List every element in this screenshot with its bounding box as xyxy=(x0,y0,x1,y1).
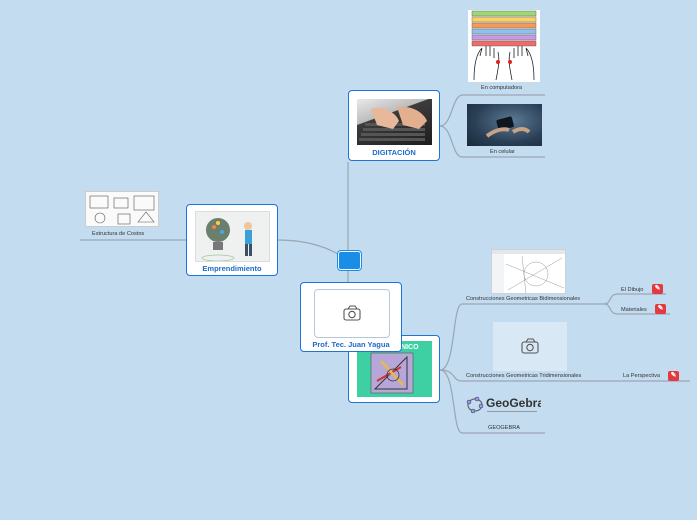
digitacion-card[interactable]: DIGITACIÓN xyxy=(348,90,440,161)
el-dibujo-label[interactable]: El Dibujo xyxy=(621,287,644,293)
dibujo-title-partial: CNICO xyxy=(396,344,419,351)
lightbulb-idea-image xyxy=(195,211,270,262)
en-computadora-label[interactable]: En computadora xyxy=(481,85,523,91)
smartphone-icon xyxy=(485,116,531,138)
image-placeholder[interactable] xyxy=(314,289,390,338)
pdf-icon[interactable]: ✎ xyxy=(655,304,666,314)
hands-on-keyboard-icon xyxy=(359,106,427,141)
bidimensionales-label[interactable]: Construcciones Geometricas Bidimensional… xyxy=(466,296,581,302)
digitacion-title: DIGITACIÓN xyxy=(372,148,416,157)
emprendimiento-card[interactable]: Emprendimiento xyxy=(186,204,278,276)
keyboard-typing-image xyxy=(357,99,432,145)
geogebra-logo: GeoGebra xyxy=(465,392,541,418)
materiales-label[interactable]: Materiales xyxy=(621,307,647,313)
image-placeholder-3d[interactable] xyxy=(493,322,567,371)
central-topic[interactable]: Prof. Tec. Juan Yagua xyxy=(300,282,402,352)
keyboard-fingers-icon xyxy=(471,10,537,81)
pdf-icon[interactable]: ✎ xyxy=(668,371,679,381)
geogebra-icon xyxy=(466,396,484,414)
pdf-icon[interactable]: ✎ xyxy=(652,284,663,294)
emprendimiento-title: Emprendimiento xyxy=(202,264,262,273)
geometry-plot-icon xyxy=(492,250,565,293)
sketch-icons xyxy=(89,195,155,225)
camera-icon xyxy=(521,338,539,354)
estructura-de-costos-label[interactable]: Estructura de Costos xyxy=(92,231,145,237)
tridimensionales-label[interactable]: Construcciones Geometricas Tridimensiona… xyxy=(466,373,582,379)
geogebra-tagline xyxy=(487,411,537,412)
drafting-tools-icon xyxy=(370,352,414,394)
central-title: Prof. Tec. Juan Yagua xyxy=(312,340,390,349)
en-celular-label[interactable]: En celular xyxy=(490,149,515,155)
root-node[interactable] xyxy=(338,251,361,270)
la-perspectiva-label[interactable]: La Perspectiva xyxy=(623,373,661,379)
camera-icon xyxy=(343,305,361,321)
geogebra-logo-text: GeoGebra xyxy=(486,396,541,410)
phone-hands-image xyxy=(467,104,542,146)
geometric-construction-2d-image xyxy=(491,249,566,294)
geogebra-label[interactable]: GEOGEBRA xyxy=(488,425,521,431)
typing-guide-image xyxy=(468,10,540,82)
cost-structure-image xyxy=(85,191,159,227)
lightbulb-person-icon xyxy=(201,218,252,261)
